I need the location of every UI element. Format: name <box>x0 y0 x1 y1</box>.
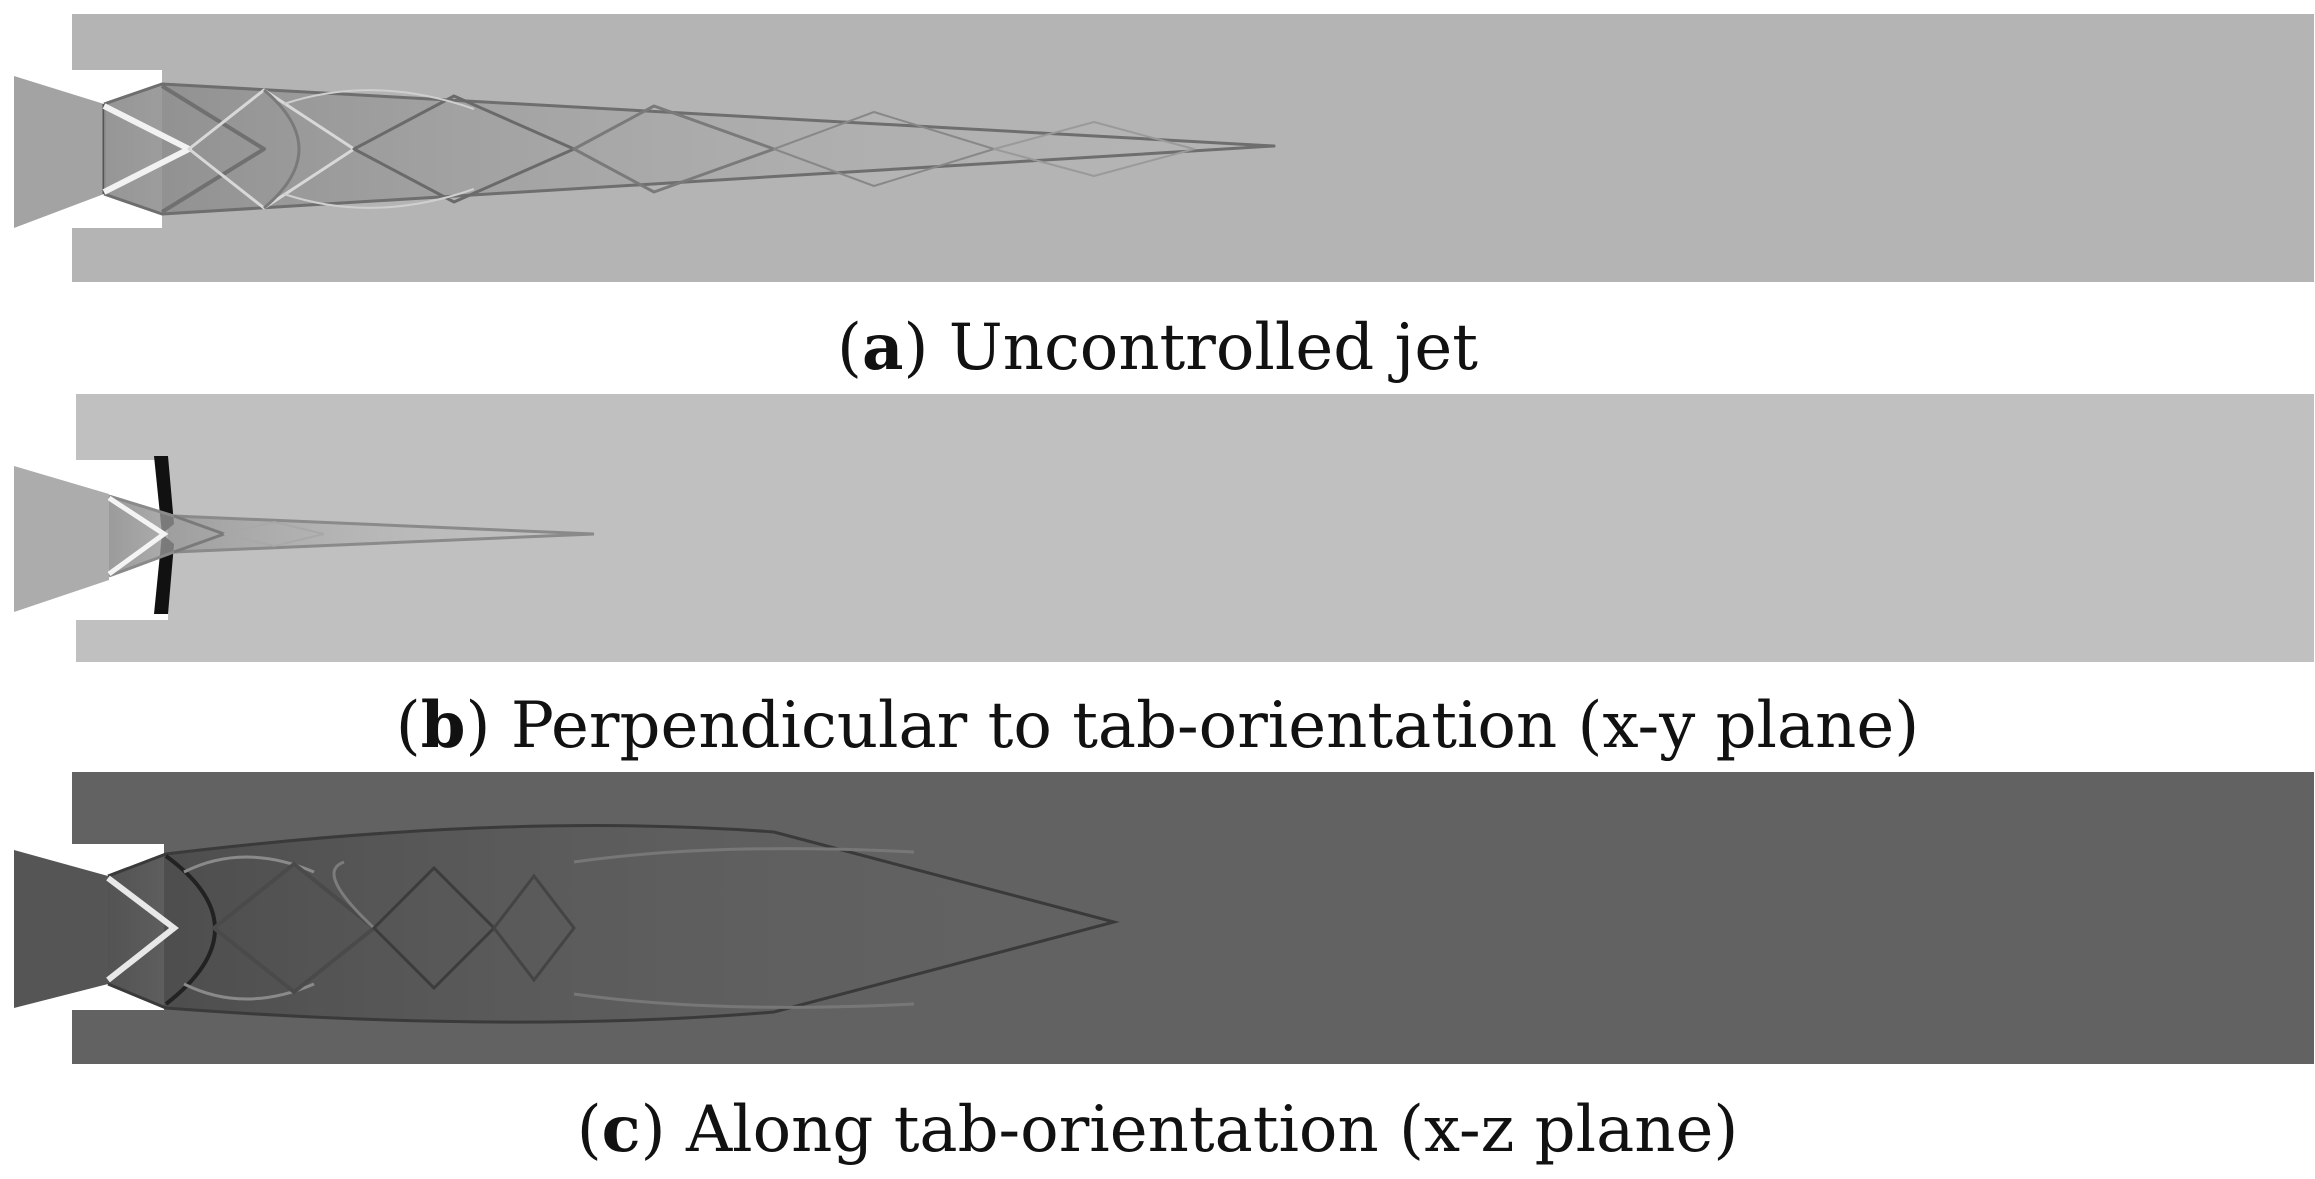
caption-c-label: c <box>601 1092 641 1167</box>
schlieren-panel-c <box>14 772 2314 1064</box>
caption-a-label: a <box>862 310 904 385</box>
nozzle-cone <box>14 76 104 228</box>
shock-cell-pattern <box>102 82 1276 216</box>
caption-c: (c) Along tab-orientation (x-z plane) <box>576 1092 1739 1167</box>
caption-b: (b) Perpendicular to tab-orientation (x-… <box>395 688 1920 763</box>
caption-a: (a) Uncontrolled jet <box>837 310 1478 385</box>
shock-cell-pattern <box>107 494 595 578</box>
caption-a-text: Uncontrolled jet <box>928 311 1478 385</box>
nozzle-cone <box>14 850 108 1008</box>
caption-b-label: b <box>420 688 466 763</box>
nozzle-cone <box>14 466 109 612</box>
caption-c-text: Along tab-orientation (x-z plane) <box>665 1093 1739 1167</box>
schlieren-panel-b <box>14 394 2314 662</box>
schlieren-panel-a <box>14 14 2314 282</box>
caption-b-text: Perpendicular to tab-orientation (x-y pl… <box>490 689 1920 763</box>
shock-cell-pattern <box>106 824 1120 1024</box>
